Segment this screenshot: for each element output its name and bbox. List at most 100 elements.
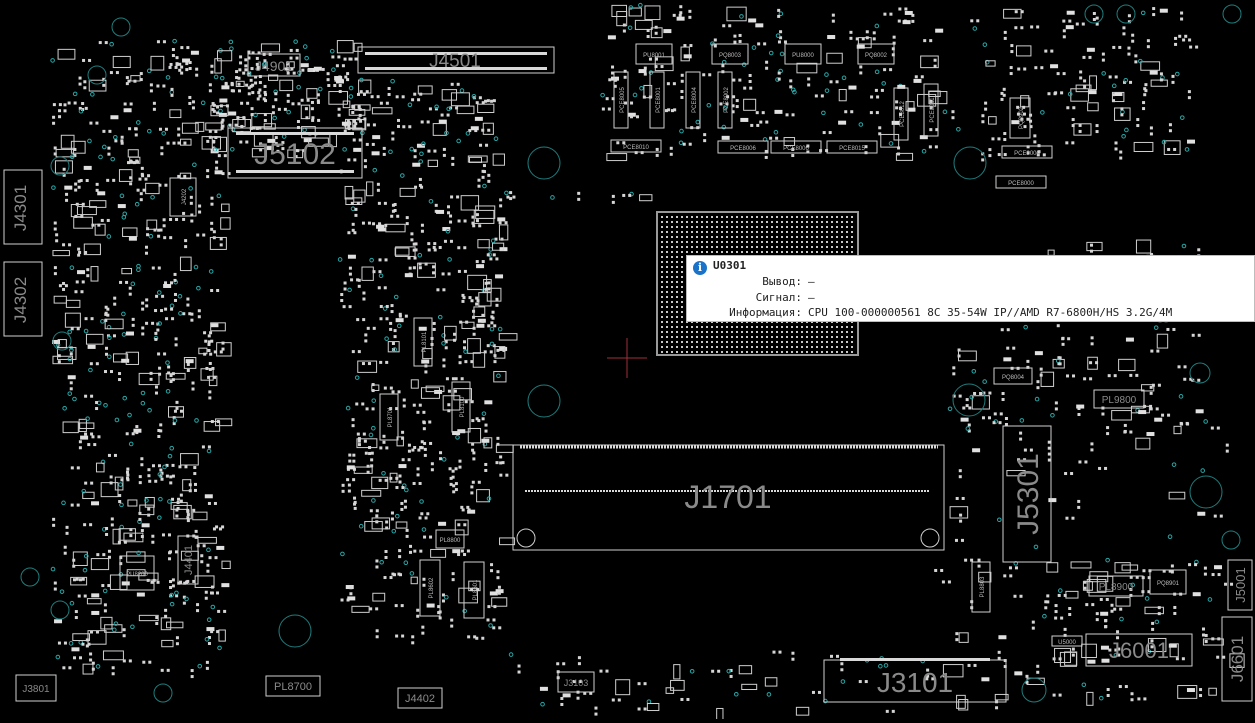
label-j3101: J3101 xyxy=(877,667,953,698)
fet-pq8902[interactable]: PQ8902 xyxy=(1009,97,1031,139)
label-pl8602: PL8602 xyxy=(429,577,435,598)
connector-j3801[interactable]: J3801 xyxy=(15,674,57,702)
label-j3103: J3103 xyxy=(564,678,589,688)
label-pl8803: PL8803 xyxy=(980,576,986,597)
ic-pu8200[interactable]: PU8200 xyxy=(119,555,155,591)
label-pce8011: PCE8011 xyxy=(930,97,936,123)
connector-j5001[interactable]: J5001 xyxy=(1227,559,1253,611)
label-pl8101: PL8101 xyxy=(422,331,428,352)
inductor-pl8101[interactable]: PL8101 xyxy=(413,317,433,367)
connector-j3103[interactable]: J3103 xyxy=(557,671,595,693)
label-u5000: U5000 xyxy=(1058,640,1076,646)
tooltip-title: U0301 xyxy=(713,259,747,272)
connector-j4901[interactable]: J4901 xyxy=(247,53,301,77)
mounting-holes xyxy=(20,4,1242,703)
label-pl8701: PL8701 xyxy=(388,406,394,427)
label-j4401: J4401 xyxy=(183,545,195,575)
fet-pq8004[interactable]: PQ8004 xyxy=(993,367,1033,385)
label-j4501: J4501 xyxy=(429,51,481,72)
connector-j6601[interactable]: J6601 xyxy=(1221,616,1253,702)
connector-j3101[interactable]: J3101 xyxy=(823,658,1007,703)
label-j4402: J4402 xyxy=(405,693,435,705)
cap-pce8005[interactable]: PCE8005 xyxy=(613,71,629,129)
cap-pce8011[interactable]: PCE8011 xyxy=(923,83,939,137)
label-pu8001: PU8001 xyxy=(643,53,665,59)
inductor-pl8100[interactable]: PL8100 xyxy=(451,381,471,433)
tooltip-key: Информация: xyxy=(729,306,802,319)
inductor-pl9800[interactable]: PL9800 xyxy=(1093,389,1145,409)
ic-u5000[interactable]: U5000 xyxy=(1051,635,1083,647)
label-pce8010: PCE8010 xyxy=(623,145,649,151)
tooltip-key: Вывод: xyxy=(762,275,802,288)
cap-pce8002[interactable]: PCE8002 xyxy=(717,71,733,129)
label-j5001: J5001 xyxy=(1233,567,1248,602)
connector-j4402[interactable]: J4402 xyxy=(397,687,443,709)
connector-j4302[interactable]: J4302 xyxy=(3,261,43,337)
connector-j4401[interactable]: J4401 xyxy=(177,535,199,585)
label-j4202: J4202 xyxy=(182,188,188,205)
fet-pq8003[interactable]: PQ8003 xyxy=(711,43,749,65)
label-j1701: J1701 xyxy=(684,479,771,515)
inductor-pl8700[interactable]: PL8700 xyxy=(265,675,321,697)
ic-pu8001[interactable]: PU8001 xyxy=(635,43,673,65)
fet-pq8002[interactable]: PQ8002 xyxy=(857,43,895,65)
inductor-pl8900[interactable]: PL8900 xyxy=(1088,575,1144,597)
cap-pce8000-b[interactable]: PCE8000 xyxy=(995,175,1047,189)
cap-pce8006-a[interactable]: PCE8006 xyxy=(717,140,769,154)
label-j3801: J3801 xyxy=(22,684,50,695)
label-pl9800: PL9800 xyxy=(1102,395,1137,406)
inductor-pl8803[interactable]: PL8803 xyxy=(971,561,991,613)
label-pl8601: PL8601 xyxy=(473,579,479,600)
label-j6001: J6001 xyxy=(1109,638,1169,663)
label-j4901: J4901 xyxy=(255,58,293,74)
label-pq8003: PQ8003 xyxy=(719,53,742,59)
connector-j1701[interactable]: J1701 xyxy=(512,444,945,551)
crosshair-icon xyxy=(607,338,647,378)
cap-pce8001[interactable]: PCE8001 xyxy=(649,71,665,129)
label-pl8100: PL8100 xyxy=(460,396,466,417)
label-pce8000-b: PCE8000 xyxy=(1008,181,1034,187)
label-pce8006-a: PCE8006 xyxy=(730,146,756,152)
fet-pq8901[interactable]: PQ8901 xyxy=(1149,569,1187,595)
label-j6601: J6601 xyxy=(1228,636,1247,682)
connector-j6001[interactable]: J6001 xyxy=(1085,633,1193,667)
component-info-tooltip: i U0301 Вывод: — Сигнал:— Информация: CPU … xyxy=(686,255,1255,322)
label-pq8002: PQ8002 xyxy=(865,53,888,59)
label-pl8800: PL8800 xyxy=(440,538,461,544)
tooltip-row-signal: Сигнал:— xyxy=(687,291,815,304)
label-pl8900: PL8900 xyxy=(1099,582,1134,593)
label-pce8000-a: PCE8000 xyxy=(1014,151,1040,157)
label-pu8200: PU8200 xyxy=(126,572,148,578)
ic-pu8000[interactable]: PU8000 xyxy=(784,43,822,65)
label-pce8002: PCE8002 xyxy=(724,86,730,112)
label-j4302: J4302 xyxy=(11,277,30,323)
chip-j4202[interactable]: J4202 xyxy=(169,177,197,217)
inductor-pl8800[interactable]: PL8800 xyxy=(435,529,465,549)
label-pce8015: PCE8015 xyxy=(839,146,865,152)
label-pce8006-b: PCE8006 xyxy=(783,146,809,152)
inductor-pl8602[interactable]: PL8602 xyxy=(419,559,441,617)
connector-j5301[interactable]: J5301 xyxy=(1002,425,1052,563)
info-icon: i xyxy=(693,261,707,275)
inductor-pl8601[interactable]: PL8601 xyxy=(463,561,485,619)
label-pce8005: PCE8005 xyxy=(620,86,626,112)
cap-pce8012[interactable]: PCE8012 xyxy=(893,87,909,141)
label-pce8004: PCE8004 xyxy=(692,86,698,112)
tooltip-value: — xyxy=(808,275,815,288)
cap-pce8004[interactable]: PCE8004 xyxy=(685,71,701,129)
tooltip-key: Сигнал: xyxy=(755,291,802,304)
connector-j5102[interactable]: J5102 xyxy=(227,127,363,179)
cap-pce8010[interactable]: PCE8010 xyxy=(610,139,662,153)
connector-j4501[interactable]: J4501 xyxy=(357,46,555,74)
cap-pce8015[interactable]: PCE8015 xyxy=(826,140,878,154)
tooltip-value: CPU 100-000000561 8C 35-54W IP//AMD R7-6… xyxy=(808,306,1173,319)
cap-pce8000-a[interactable]: PCE8000 xyxy=(1001,145,1053,159)
connector-j4301[interactable]: J4301 xyxy=(3,169,43,245)
tooltip-row-pin: Вывод: — xyxy=(687,275,815,288)
label-pq8004: PQ8004 xyxy=(1002,375,1025,381)
cap-pce8006-b[interactable]: PCE8006 xyxy=(770,140,822,154)
tooltip-row-info: Информация: CPU 100-000000561 8C 35-54W I… xyxy=(687,306,1172,319)
label-j5102: J5102 xyxy=(254,138,336,171)
inductor-pl8701[interactable]: PL8701 xyxy=(379,393,399,441)
